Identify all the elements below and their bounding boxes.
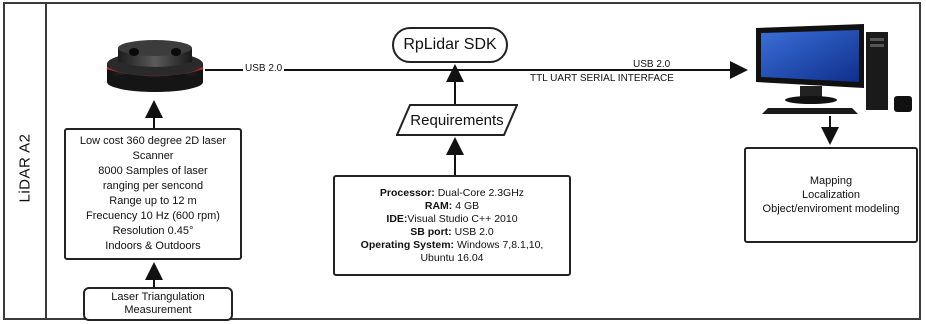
applications-box: Mapping Localization Object/enviroment m… [744,147,918,243]
spec-line: Scanner [132,150,174,162]
diagram-frame [3,2,921,320]
ttl-interface-label: TTL UART SERIAL INTERFACE [530,73,674,84]
laser-line: Laser Triangulation [111,291,205,303]
output-line: Object/enviroment modeling [762,203,900,215]
desktop-computer-icon [756,24,912,114]
spec-line: 8000 Samples of laser [98,165,208,177]
hw-row: RAM: 4 GB [424,199,480,212]
lidar-specs-box: Low cost 360 degree 2D laser Scanner 800… [64,128,242,260]
lidar-sensor-icon [106,40,204,92]
hw-row: IDE:Visual Studio C++ 2010 [386,212,518,225]
laser-triangulation-box: Laser Triangulation Measurement [83,287,233,321]
laser-line: Measurement [124,304,192,316]
spec-line: Resolution 0.45° [112,225,194,237]
hw-row: SB port: USB 2.0 [410,225,494,238]
swimlane-header [3,2,47,320]
hardware-requirements-box: Processor: Dual-Core 2.3GHz RAM: 4 GB ID… [333,175,571,276]
hw-row: Processor: Dual-Core 2.3GHz [379,186,525,199]
spec-line: Range up to 12 m [109,195,197,207]
spec-line: Frecuency 10 Hz (600 rpm) [86,210,220,222]
hw-row: Operating System: Windows 7,8.1,10, [360,238,544,251]
spec-line: ranging per sencond [102,180,204,192]
requirements-label: Requirements [410,111,504,129]
requirements-shape [396,104,518,136]
usb-left-label: USB 2.0 [243,63,285,74]
output-line: Localization [801,189,861,201]
rplidar-sdk-node: RpLidar SDK [392,27,508,63]
output-line: Mapping [809,175,853,187]
hw-row: Ubuntu 16.04 [420,251,484,264]
usb-right-label: USB 2.0 [633,59,671,70]
spec-line: Low cost 360 degree 2D laser [79,135,227,147]
spec-line: Indoors & Outdoors [105,240,201,252]
